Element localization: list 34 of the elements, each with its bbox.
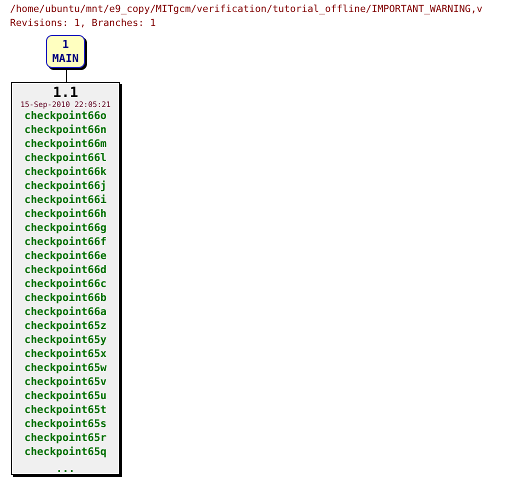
tag-name: checkpoint66m — [24, 137, 107, 151]
tag-name: checkpoint66i — [24, 193, 107, 207]
tag-name: checkpoint65q — [24, 445, 107, 459]
tag-name: checkpoint65z — [24, 319, 107, 333]
tag-name: checkpoint65r — [24, 431, 107, 445]
tag-name: checkpoint66b — [24, 291, 107, 305]
connector-line — [66, 68, 67, 82]
branch-number: 1 — [62, 38, 69, 52]
tag-name: checkpoint65y — [24, 333, 107, 347]
tag-name: checkpoint65x — [24, 347, 107, 361]
tag-name: checkpoint66l — [24, 151, 107, 165]
revision-box — [11, 82, 120, 475]
tag-name: checkpoint66o — [24, 109, 107, 123]
tag-name: checkpoint65s — [24, 417, 107, 431]
revision-summary: Revisions: 1, Branches: 1 — [10, 17, 156, 31]
tag-name: checkpoint66k — [24, 165, 107, 179]
branch-name: MAIN — [52, 52, 79, 66]
branch-box — [46, 35, 85, 68]
revision-number: 1.1 — [52, 86, 78, 100]
file-path-title: /home/ubuntu/mnt/e9_copy/MITgcm/verification/tutorial_offline/IMPORTANT_WARNING,v — [10, 3, 482, 17]
tag-name: checkpoint66d — [24, 263, 107, 277]
tag-name: checkpoint65u — [24, 389, 107, 403]
tag-name: checkpoint65w — [24, 361, 107, 375]
tag-name: checkpoint65v — [24, 375, 107, 389]
tag-name: checkpoint66j — [24, 179, 107, 193]
tag-name: checkpoint66g — [24, 221, 107, 235]
tag-name: checkpoint66n — [24, 123, 107, 137]
tag-name: checkpoint66h — [24, 207, 107, 221]
tag-name: checkpoint66c — [24, 277, 107, 291]
tag-name: checkpoint66e — [24, 249, 107, 263]
more-tags-ellipsis: ... — [56, 462, 75, 476]
tag-name: checkpoint66a — [24, 305, 107, 319]
tag-name: checkpoint66f — [24, 235, 107, 249]
tag-name: checkpoint65t — [24, 403, 107, 417]
